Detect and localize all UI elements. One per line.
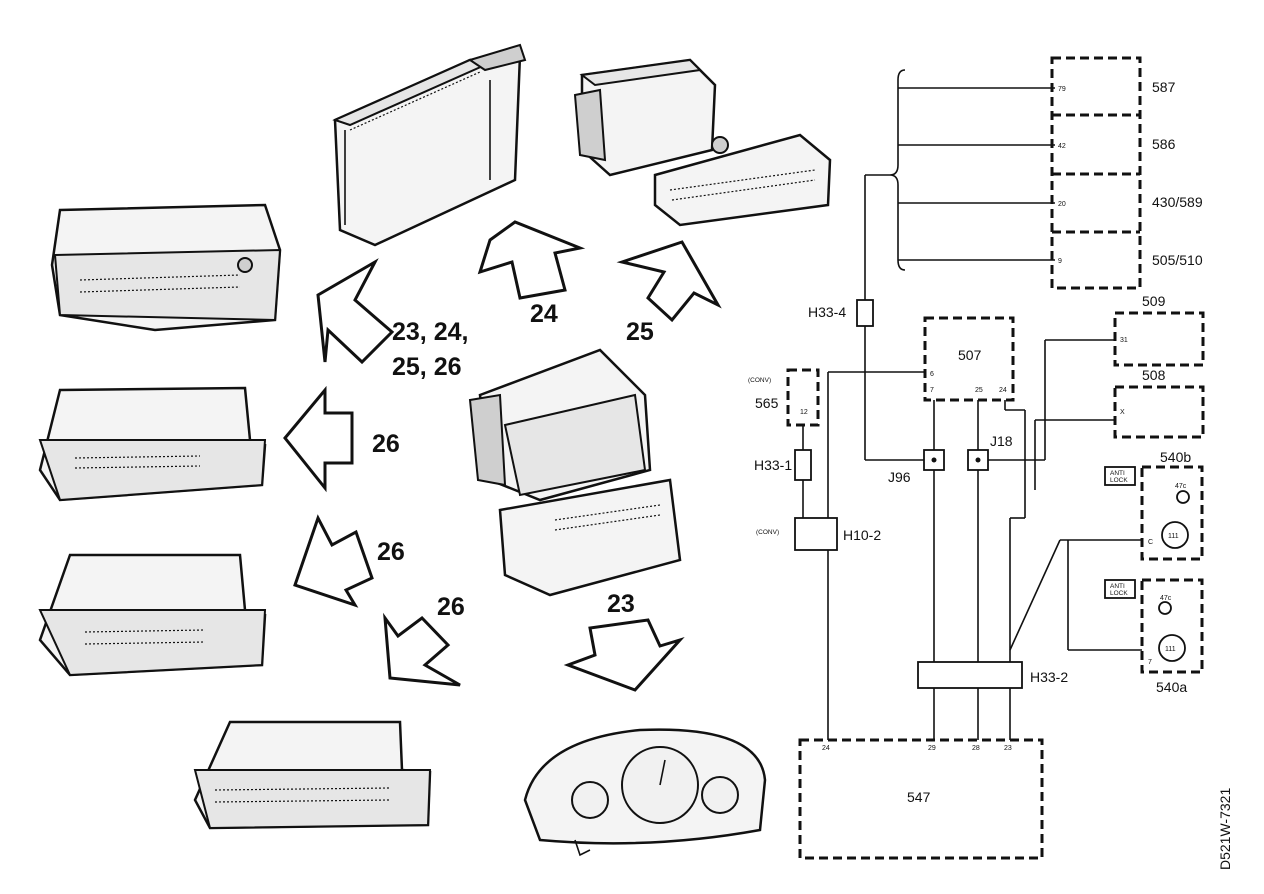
instrument-cluster — [523, 728, 767, 857]
label-547: 547 — [907, 789, 931, 805]
callout-26-a: 26 — [372, 430, 400, 458]
label-586: 586 — [1152, 136, 1176, 152]
lamp-540b: 111 — [1168, 533, 1179, 540]
label-h33-1: H33-1 — [754, 457, 792, 473]
ecu-module-left-3 — [38, 553, 267, 677]
pin-540a-c: 7 — [1148, 659, 1152, 666]
pin-509: 31 — [1120, 337, 1128, 344]
arrow-to-instrument-cluster — [563, 618, 685, 692]
pin-547-24: 24 — [822, 745, 830, 752]
anti-lock-2-b: LOCK — [1110, 590, 1128, 597]
label-j18: J18 — [990, 433, 1013, 449]
ecu-module-left-2 — [38, 386, 267, 502]
pin-540b-bulb: 47c — [1175, 483, 1187, 490]
anti-lock-1-b: LOCK — [1110, 477, 1128, 484]
pin-505: 9 — [1058, 258, 1062, 265]
abs-modulator-module — [573, 58, 832, 227]
label-565: 565 — [755, 395, 779, 411]
pin-547-29: 29 — [928, 745, 936, 752]
callout-24: 24 — [530, 300, 558, 328]
pin-540b-c: C — [1148, 539, 1153, 546]
callout-23-24: 23, 24, — [392, 318, 468, 346]
pin-540a-bulb: 47c — [1160, 595, 1172, 602]
abs-hydraulic-unit — [468, 348, 682, 597]
label-h10-2: H10-2 — [843, 527, 881, 543]
pin-430: 20 — [1058, 201, 1066, 208]
anti-lock-2-a: ANTI — [1110, 583, 1125, 590]
label-505-510: 505/510 — [1152, 252, 1203, 268]
label-conv-1: (CONV) — [748, 377, 771, 384]
callout-26-b: 26 — [377, 538, 405, 566]
label-h33-2: H33-2 — [1030, 669, 1068, 685]
lamp-540a: 111 — [1165, 646, 1176, 653]
figure-code: D521W-7321 — [1217, 788, 1233, 870]
ecu-module-left-1 — [50, 203, 282, 332]
label-540a: 540a — [1156, 679, 1187, 695]
pin-586: 42 — [1058, 143, 1066, 150]
pin-587: 79 — [1058, 86, 1066, 93]
arrow-to-bottom-module — [383, 612, 461, 687]
arrow-to-left-module-2 — [283, 385, 354, 493]
label-j96: J96 — [888, 469, 911, 485]
pin-507-24: 24 — [999, 387, 1007, 394]
label-507: 507 — [958, 347, 982, 363]
arrow-to-abs-modulator — [616, 240, 722, 323]
arrow-to-top-module — [477, 220, 586, 300]
label-430-589: 430/589 — [1152, 194, 1203, 210]
callout-26-c: 26 — [437, 593, 465, 621]
callout-25: 25 — [626, 318, 654, 346]
label-540b: 540b — [1160, 449, 1191, 465]
label-conv-2: (CONV) — [756, 529, 779, 536]
arrow-to-left-module-3 — [293, 514, 374, 608]
pin-507-25: 25 — [975, 387, 983, 394]
label-h33-4: H33-4 — [808, 304, 846, 320]
pin-547-23: 23 — [1004, 745, 1012, 752]
label-509: 509 — [1142, 293, 1166, 309]
pin-508: X — [1120, 409, 1125, 416]
pin-565: 12 — [800, 409, 808, 416]
pin-507-7: 7 — [930, 387, 934, 394]
ecu-module-bottom — [193, 720, 432, 830]
label-508: 508 — [1142, 367, 1166, 383]
wiring-schematic: 79 42 20 9 587 586 430/589 505/510 H33-4… — [748, 56, 1233, 870]
anti-lock-1-a: ANTI — [1110, 470, 1125, 477]
ecu-module-top — [332, 43, 527, 247]
pin-507-6: 6 — [930, 371, 934, 378]
label-587: 587 — [1152, 79, 1176, 95]
pin-547-28: 28 — [972, 745, 980, 752]
callout-23: 23 — [607, 590, 635, 618]
arrow-to-left-module-1 — [316, 258, 395, 365]
callout-25-26: 25, 26 — [392, 353, 462, 381]
